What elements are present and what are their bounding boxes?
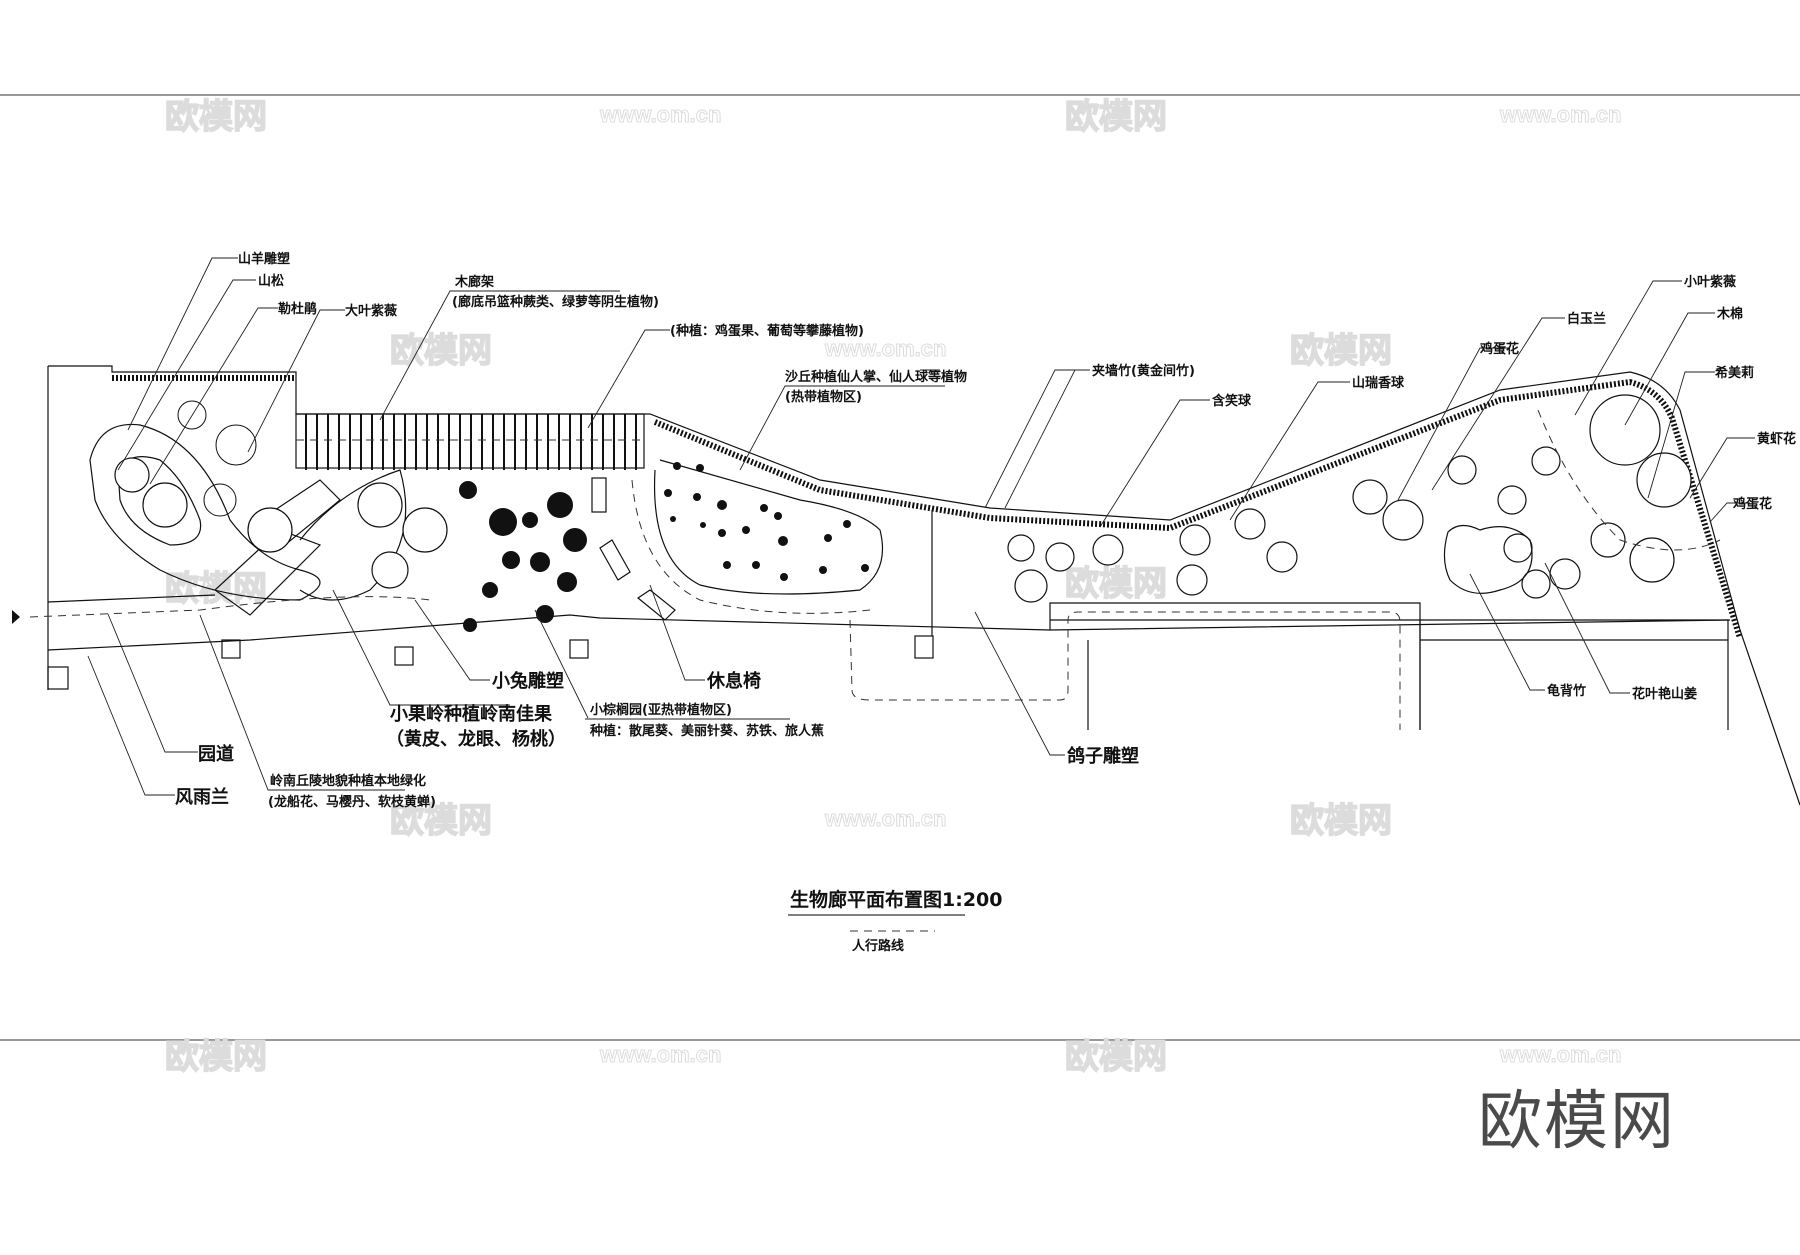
watermark-url: www.om.cn [824, 806, 946, 831]
plant-labels: 山羊雕塑 山松 勒杜鹃 大叶紫薇 木廊架 (廊底吊篮种蕨类、绿萝等阴生植物) (… [175, 251, 1796, 810]
label-kapok: 木棉 [1716, 306, 1743, 322]
benches [591, 477, 676, 621]
label-goat-sculpture: 山羊雕塑 [238, 251, 290, 267]
label-tropical-zone: (热带植物区) [785, 389, 862, 405]
label-palm-planting: 种植：散尾葵、美丽针葵、苏铁、旅人蕉 [589, 723, 824, 739]
leader-lines [87, 257, 1755, 796]
watermark-url: www.om.cn [599, 1042, 721, 1067]
walking-route [12, 596, 1401, 730]
label-pigeon-sculpture: 鸽子雕塑 [1067, 745, 1139, 767]
label-wood-pergola-note: (廊底吊篮种蕨类、绿萝等阴生植物) [452, 294, 659, 310]
label-michelia-ball: 含笑球 [1211, 393, 1252, 409]
label-monstera: 龟背竹 [1547, 683, 1586, 699]
label-rain-orchid: 风雨兰 [175, 786, 229, 808]
middle-trees [1007, 394, 1721, 603]
label-fruit-list: （黄皮、龙眼、杨桃） [386, 728, 566, 750]
label-frangipani-2: 鸡蛋花 [1732, 496, 1772, 512]
watermark-url: www.om.cn [1499, 102, 1621, 127]
label-mountain-pine: 山松 [258, 273, 284, 289]
label-shrimp-plant: 黄虾花 [1757, 431, 1796, 447]
label-dune-note: 沙丘种植仙人掌、仙人球等植物 [785, 369, 967, 385]
watermark-logo: 欧模网 [165, 97, 267, 137]
label-frangipani-1: 鸡蛋花 [1479, 341, 1519, 357]
label-climbing-note: (种植：鸡蛋果、葡萄等攀藤植物) [670, 323, 864, 339]
watermark-logo: 欧模网 [1065, 97, 1167, 137]
label-palm-garden: 小棕榈园(亚热带植物区) [590, 702, 732, 718]
dune-area [631, 459, 884, 614]
label-gardenia-ball: 山瑞香球 [1352, 375, 1405, 391]
label-hill-plants: (龙船花、马樱丹、软枝黄蝉) [268, 794, 436, 810]
site-outline [47, 365, 1800, 806]
watermark-logo: 欧模网 [1065, 1037, 1167, 1077]
watermark-logo: 欧模网 [1065, 564, 1167, 604]
drawing-title: 生物廊平面布置图1:200 [790, 888, 1002, 911]
label-small-crape-myrtle: 小叶紫薇 [1684, 274, 1736, 290]
label-white-magnolia: 白玉兰 [1567, 311, 1606, 327]
watermark-logo: 欧模网 [1290, 331, 1392, 371]
watermark-logo: 欧模网 [165, 1037, 267, 1077]
label-large-crape-myrtle: 大叶紫薇 [345, 303, 397, 319]
left-garden [89, 400, 448, 616]
label-hamelia: 希美莉 [1715, 365, 1754, 381]
label-hill-landscape: 岭南丘陵地貌种植本地绿化 [270, 773, 426, 789]
watermark-url: www.om.cn [824, 336, 946, 361]
label-garden-path: 园道 [198, 743, 234, 765]
label-variegated-ginger: 花叶艳山姜 [1632, 686, 1697, 702]
legend-walking-route: 人行路线 [852, 938, 904, 954]
watermark-logo: 欧模网 [390, 801, 492, 841]
watermark-url: www.om.cn [599, 102, 721, 127]
label-fruit-hill: 小果岭种植岭南佳果 [390, 703, 553, 725]
watermark-logo: 欧模网 [1290, 801, 1392, 841]
label-wood-pergola: 木廊架 [454, 274, 494, 290]
brand-watermark: 欧模网 [1478, 1085, 1676, 1159]
label-bench: 休息椅 [706, 670, 761, 692]
watermark-logo: 欧模网 [390, 331, 492, 371]
label-azalea: 勒杜鹃 [278, 301, 317, 317]
watermark-url: www.om.cn [1499, 1042, 1621, 1067]
drawing-title-block: 生物廊平面布置图1:200 人行路线 [788, 888, 1002, 954]
wood-pergola-drawing [295, 413, 645, 470]
palm-garden [459, 481, 587, 632]
label-rabbit-sculpture: 小兔雕塑 [492, 670, 564, 692]
label-wall-bamboo: 夹墙竹(黄金间竹) [1092, 363, 1195, 379]
